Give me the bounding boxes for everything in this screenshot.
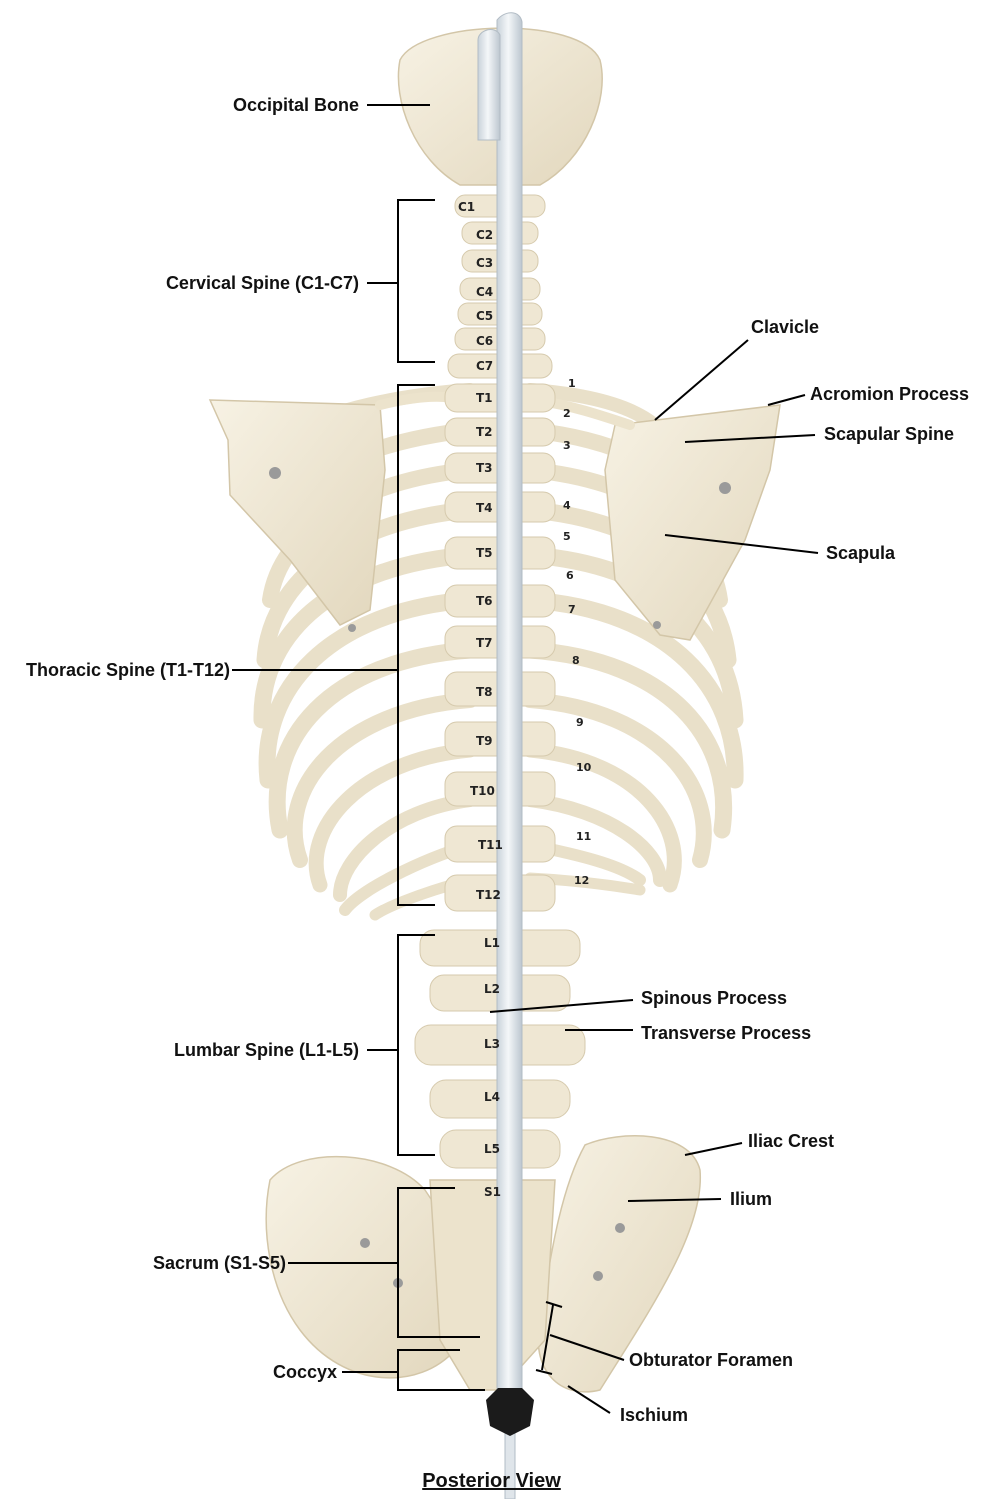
vertebra-c7-label: C7 bbox=[476, 360, 493, 372]
rib-12-label: 12 bbox=[574, 875, 589, 886]
vertebra-t1-label: T1 bbox=[476, 392, 493, 404]
transverse-process-label: Transverse Process bbox=[641, 1024, 811, 1042]
vertebra-t11-label: T11 bbox=[478, 839, 503, 851]
vertebra-t4-label: T4 bbox=[476, 502, 493, 514]
scapula-left-shape bbox=[210, 400, 385, 632]
vertebra-c5-label: C5 bbox=[476, 310, 493, 322]
vertebra-l4-label: L4 bbox=[484, 1091, 500, 1103]
rib-3-label: 3 bbox=[563, 440, 571, 451]
caption: Posterior View bbox=[0, 1470, 983, 1493]
vertebra-l3-label: L3 bbox=[484, 1038, 500, 1050]
rib-5-label: 5 bbox=[563, 531, 571, 542]
rib-8-label: 8 bbox=[572, 655, 580, 666]
vertebra-c4-label: C4 bbox=[476, 286, 493, 298]
vertebra-t9-label: T9 bbox=[476, 735, 493, 747]
rib-11-label: 11 bbox=[576, 831, 591, 842]
cervical-spine-label: Cervical Spine (C1-C7) bbox=[166, 274, 359, 292]
vertebra-c3-label: C3 bbox=[476, 257, 493, 269]
vertebra-t5-label: T5 bbox=[476, 547, 493, 559]
rib-10-label: 10 bbox=[576, 762, 591, 773]
vertebra-t2-label: T2 bbox=[476, 426, 493, 438]
iliac-crest-label: Iliac Crest bbox=[748, 1132, 834, 1150]
rib-1-label: 1 bbox=[568, 378, 576, 389]
rib-4-label: 4 bbox=[563, 500, 571, 511]
lumbar-spine-label: Lumbar Spine (L1-L5) bbox=[174, 1041, 359, 1059]
ischium-label: Ischium bbox=[620, 1406, 688, 1424]
spinous-process-label: Spinous Process bbox=[641, 989, 787, 1007]
sacrum-label: Sacrum (S1-S5) bbox=[153, 1254, 286, 1272]
vertebra-l1-label: L1 bbox=[484, 937, 500, 949]
vertebra-s1-label: S1 bbox=[484, 1186, 501, 1198]
vertebra-l5-label: L5 bbox=[484, 1143, 500, 1155]
vertebra-l2-label: L2 bbox=[484, 983, 500, 995]
vertebra-t3-label: T3 bbox=[476, 462, 493, 474]
vertebra-t6-label: T6 bbox=[476, 595, 493, 607]
vertebra-t8-label: T8 bbox=[476, 686, 493, 698]
scapula-right-shape bbox=[605, 405, 780, 640]
vertebra-t10-label: T10 bbox=[470, 785, 495, 797]
clavicle-label: Clavicle bbox=[751, 318, 819, 336]
thoracic-spine-label: Thoracic Spine (T1-T12) bbox=[26, 661, 230, 679]
vertebra-t12-label: T12 bbox=[476, 889, 501, 901]
rib-6-label: 6 bbox=[566, 570, 574, 581]
acromion-process-label: Acromion Process bbox=[810, 385, 969, 403]
vertebra-c1-label: C1 bbox=[458, 201, 475, 213]
caption-text: Posterior View bbox=[422, 1470, 561, 1492]
rib-2-label: 2 bbox=[563, 408, 571, 419]
rib-7-label: 7 bbox=[568, 604, 576, 615]
scapula-label: Scapula bbox=[826, 544, 895, 562]
vertebra-t7-label: T7 bbox=[476, 637, 493, 649]
vertebra-c6-label: C6 bbox=[476, 335, 493, 347]
occipital-bone-label: Occipital Bone bbox=[233, 96, 359, 114]
obturator-foramen-label: Obturator Foramen bbox=[629, 1351, 793, 1369]
scapular-spine-label: Scapular Spine bbox=[824, 425, 954, 443]
rib-9-label: 9 bbox=[576, 717, 584, 728]
coccyx-label: Coccyx bbox=[273, 1363, 337, 1381]
vertebra-c2-label: C2 bbox=[476, 229, 493, 241]
ilium-label: Ilium bbox=[730, 1190, 772, 1208]
